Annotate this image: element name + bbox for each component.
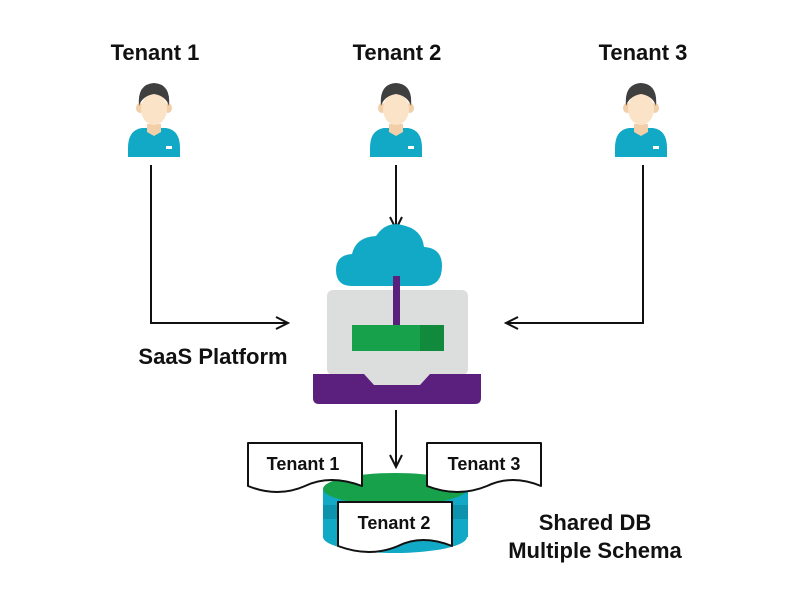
tenant-2-label: Tenant 2 [353, 40, 442, 65]
tenant-3-user-icon [615, 83, 667, 157]
tenant-1-label: Tenant 1 [111, 40, 200, 65]
schema-document-tenant-1: Tenant 1 [247, 442, 363, 493]
tenant-3-label: Tenant 3 [599, 40, 688, 65]
database-label-line-2: Multiple Schema [508, 538, 682, 563]
schema-label-tenant-2: Tenant 2 [358, 513, 431, 533]
schema-document-tenant-2: Tenant 2 [337, 501, 453, 553]
schema-label-tenant-1: Tenant 1 [267, 454, 340, 474]
tenant-2-user-icon [370, 83, 422, 157]
tenant-1-to-platform-arrow [150, 165, 288, 323]
tenant-3-to-platform-arrow [506, 165, 644, 323]
schema-document-tenant-3: Tenant 3 [426, 442, 542, 493]
cloud-laptop-icon [313, 224, 481, 404]
tenant-1-user-icon [128, 83, 180, 157]
platform-label: SaaS Platform [138, 344, 287, 369]
database-label-line-1: Shared DB [539, 510, 651, 535]
schema-label-tenant-3: Tenant 3 [448, 454, 521, 474]
